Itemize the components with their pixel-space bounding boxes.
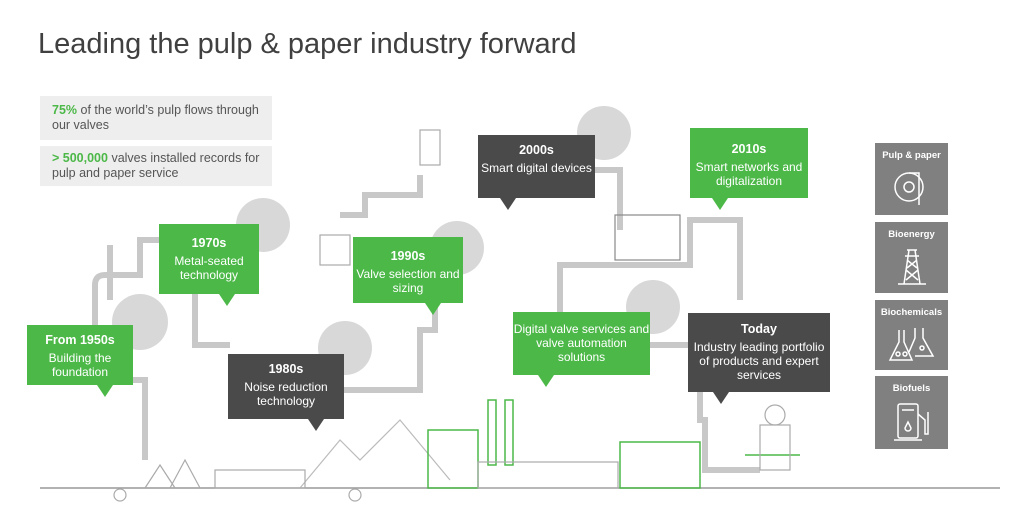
stat-pulp-flows: 75% of the world’s pulp flows through ou… [40,96,272,140]
paper-roll-icon [893,172,924,205]
industry-pulp-paper: Pulp & paper [875,143,948,215]
industry-biofuels: Biofuels [875,376,948,449]
milestone-digital-services: Digital valve services and valve automat… [513,312,650,387]
pipe [92,237,160,330]
stat-valves-installed: > 500,000 valves installed records for p… [40,146,272,186]
industry-biochemicals: Biochemicals [875,300,948,370]
flask-icon [888,328,934,361]
fuel-pump-icon [893,403,929,441]
page-title: Leading the pulp & paper industry forwar… [38,28,577,60]
industry-bioenergy: Bioenergy [875,222,948,293]
power-tower-icon [897,249,926,285]
